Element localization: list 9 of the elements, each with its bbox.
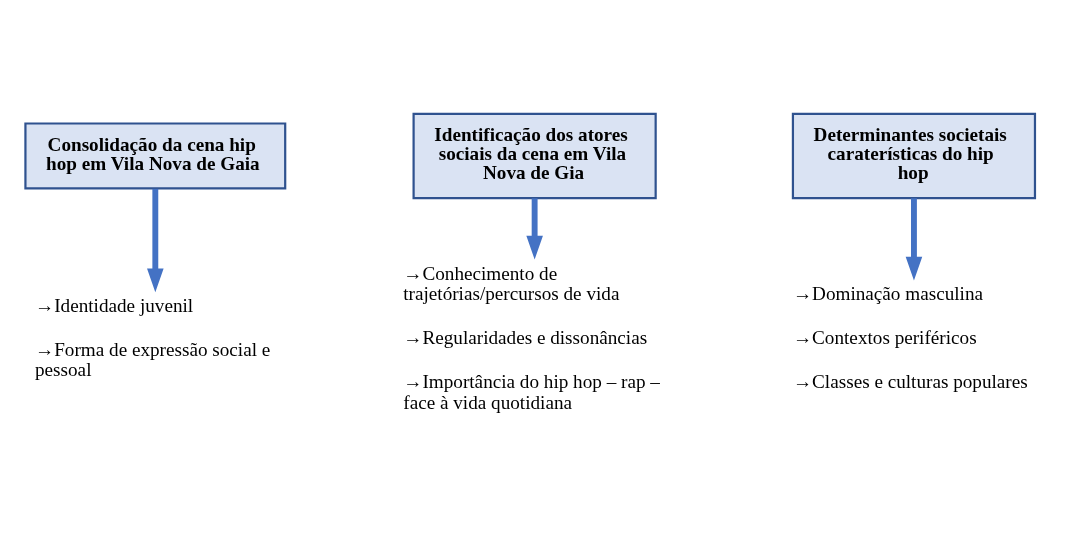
arrow xyxy=(526,198,543,260)
arrow xyxy=(905,198,923,281)
node-text: →Identidade juvenil →Forma de expressão social e pessoal xyxy=(35,294,271,381)
node-box: Determinantes societais caraterísticas do hip hop xyxy=(791,112,1037,200)
arrow xyxy=(147,188,164,293)
node-box: Consolidação da cena hip hop em Vila Nova de Gaia xyxy=(24,122,287,190)
node-text: →Conhecimento de trajetórias/percursos de vida →Regularidades e dissonâncias →Importância do hip hop – rap – face à vida quotidiana xyxy=(403,262,660,413)
node-text: →Dominação masculina →Contextos periféricos →Classes e culturas populares xyxy=(792,283,1028,392)
node-box: Identificação dos atores sociais da cena em Vila Nova de Gia xyxy=(412,112,657,200)
